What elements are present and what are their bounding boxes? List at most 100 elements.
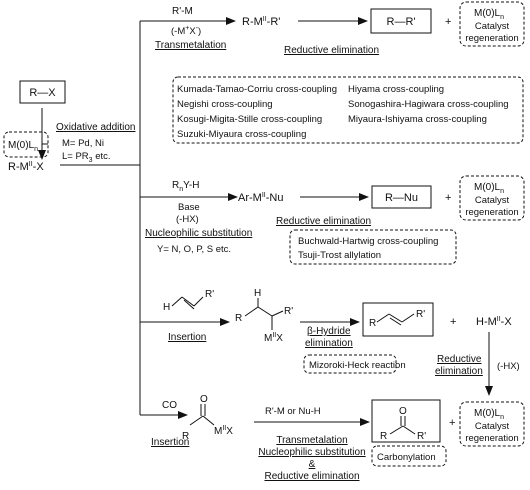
heck-insertion-arrowhead [220,318,230,326]
product-box-rr [370,8,432,34]
reaction-miyaura-ishiyama: Miyaura-Ishiyama cross-coupling [348,114,487,125]
acyl-structure [189,404,215,426]
regen-4-catalyst: M(0)Ln [474,408,504,421]
heck-int-r-prime: R' [284,306,293,317]
reaction-suzuki: Suzuki-Miyaura cross-coupling [177,129,306,140]
heck-int-h: H [254,288,261,299]
co-insertion-title: Insertion [151,437,189,448]
start-catalyst-box [3,131,49,158]
transmetalation-byproduct: (-M+X-) [171,25,201,37]
regen-1-catalyst: M(0)Ln [474,8,504,21]
substrate-box [19,80,66,104]
alkene-structure [171,296,204,310]
ketone-o: O [399,406,407,417]
heck-int-r: R [235,313,242,324]
oxidative-addition-arrowhead [38,150,46,160]
alkene-r-prime: R' [205,289,214,300]
acyl-o: O [200,394,208,405]
re-arrowhead-2 [359,193,369,201]
reaction-hiyama: Hiyama cross-coupling [348,84,444,95]
product-box-ketone [371,399,441,443]
heck-product-structure [376,313,415,326]
transmetalation-title: Transmetalation [155,40,226,51]
ligands-label: L= PR3 etc. [62,151,111,164]
carbonylation-step-3: & [309,459,316,470]
product-rr: R—R' [387,16,416,28]
nucleophilic-base: Base [178,202,200,213]
carbonylation-step-2: Nucleophilic substitution [258,447,365,458]
regen-2-line2: regeneration [465,207,518,218]
regen-1-line1: Catalyst [475,21,510,32]
mizoroki-heck-box [303,354,397,374]
regen-2-line1: Catalyst [475,195,510,206]
reaction-mizoroki-heck: Mizoroki-Heck reaction [309,360,406,371]
alkene-h: H [163,302,170,313]
product-box-rnu [371,185,432,209]
heck-int-metal: MIIX [264,332,283,344]
heck-product-r-prime: R' [416,309,425,320]
heck-intermediate-structure [244,298,284,330]
reaction-carbonylation: Carbonylation [377,452,436,463]
heck-product-r: R [369,318,376,329]
nucleophilic-complex: Ar-MII-Nu [238,192,283,204]
transmetalation-complex: R-MII-R' [242,16,280,28]
reaction-kumada: Kumada-Tamao-Corriu cross-coupling [177,84,337,95]
regen-2-catalyst: M(0)Ln [474,182,504,195]
regen-4-line2: regeneration [465,433,518,444]
regen-box-4 [459,401,525,447]
nucleophilic-y-definition: Y= N, O, P, S etc. [157,244,231,255]
acyl-metal: MIIX [214,425,233,437]
buchwald-box [289,229,457,265]
acyl-r: R [182,431,189,442]
carbonylation-step-4: Reductive elimination [264,471,359,482]
plus-1: + [445,16,451,28]
heck-re-arrowhead [485,386,493,396]
beta-hydride-line2: elimination [305,338,353,349]
regen-box-1 [459,1,525,47]
reaction-tsuji-trost: Tsuji-Trost allylation [298,250,381,261]
product-rnu: R—Nu [385,192,418,204]
reaction-buchwald: Buchwald-Hartwig cross-coupling [298,236,438,247]
carbonylation-arrowhead [360,418,370,426]
heck-re-byproduct: (-HX) [497,361,520,372]
carbonylation-box [371,445,447,467]
intermediate-label: R-MII-X [8,161,44,173]
regen-box-2 [459,175,525,221]
ketone-r: R [380,431,387,442]
nucleophilic-byproduct: (-HX) [176,214,199,225]
nucleophilic-arrowhead [228,193,238,201]
beta-hydride-line1: β-Hydride [307,326,351,337]
hydride-complex: H-MII-X [476,316,512,328]
beta-hydride-arrowhead [350,318,360,326]
nucleophilic-title: Nucleophilic substitution [145,228,252,239]
carbonylation-reagent: R'-M or Nu-H [265,406,321,417]
regen-1-line2: regeneration [465,33,518,44]
reaction-stille: Kosugi-Migita-Stille cross-coupling [177,114,322,125]
heck-insertion-title: Insertion [168,332,206,343]
reaction-sonogashira: Sonogashira-Hagiwara cross-coupling [348,99,509,110]
ketone-r-prime: R' [417,431,426,442]
carbonylation-step-1: Transmetalation [276,435,347,446]
metals-label: M= Pd, Ni [62,138,104,149]
plus-3: + [450,316,456,328]
reaction-negishi: Negishi cross-coupling [177,99,273,110]
nucleophilic-step: Reductive elimination [276,216,371,227]
plus-4: + [449,417,455,429]
oxidative-addition-title: Oxidative addition [56,122,136,133]
substrate-label: R—X [29,87,56,99]
ketone-structure [389,416,416,435]
nucleophilic-reagent: RnY-H [172,180,199,193]
transmetalation-arrowhead [226,17,236,25]
co-reagent: CO [162,400,177,411]
start-catalyst-label: M(0)Ln [8,140,38,153]
heck-re-line1: Reductive [437,354,482,365]
transmetalation-step: Reductive elimination [284,45,379,56]
regen-4-line1: Catalyst [475,421,510,432]
co-insertion-arrowhead [178,411,188,419]
plus-2: + [445,192,451,204]
re-arrowhead-1 [358,17,368,25]
transmetalation-reagent: R'-M [172,6,193,17]
cross-coupling-list-box [172,76,524,144]
heck-re-line2: elimination [435,366,483,377]
